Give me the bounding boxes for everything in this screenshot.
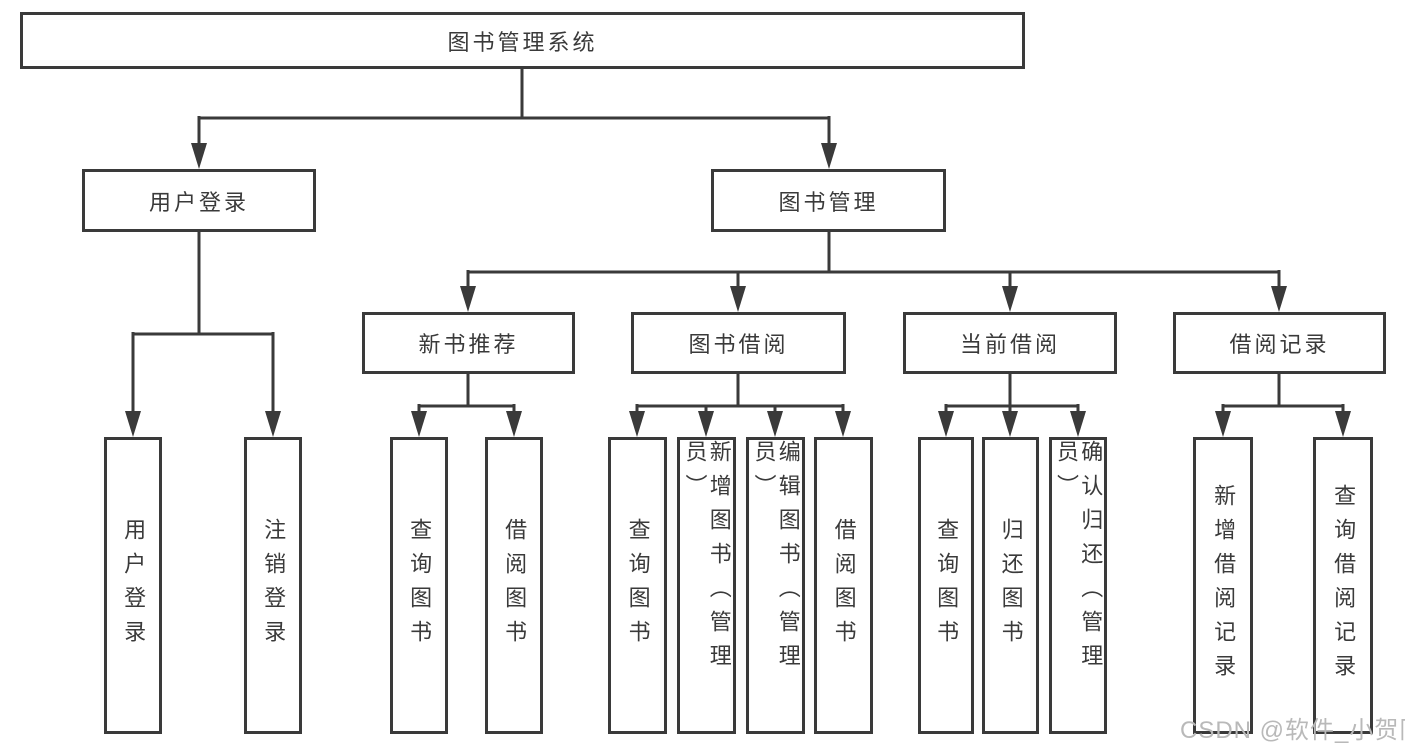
leaf-nbr-query-books-label: 查询图书 [407, 517, 433, 654]
leaf-logout: 注销登录 [244, 437, 302, 734]
node-new-book-recommendation: 新书推荐 [362, 312, 575, 374]
node-current-borrowing: 当前借阅 [903, 312, 1117, 374]
leaf-br-add-record-label: 新增借阅记录 [1211, 483, 1237, 688]
leaf-cb-return-books: 归还图书 [982, 437, 1039, 734]
arrowheads [125, 143, 1351, 437]
node-root: 图书管理系统 [20, 12, 1025, 69]
leaf-user-login-label: 用户登录 [121, 517, 147, 654]
leaf-cb-query-books: 查询图书 [918, 437, 974, 734]
leaf-bb-add-books-label: 新增图书（管理员） [682, 440, 732, 678]
node-borrowing-records: 借阅记录 [1173, 312, 1386, 374]
leaf-bb-add-books: 新增图书（管理员） [677, 437, 736, 734]
leaf-cb-confirm-return: 确认归还（管理员） [1049, 437, 1107, 734]
leaf-user-login: 用户登录 [104, 437, 162, 734]
leaf-nbr-borrow-books: 借阅图书 [485, 437, 543, 734]
leaf-bb-borrow-books-label: 借阅图书 [831, 517, 857, 654]
node-user-login: 用户登录 [82, 169, 316, 232]
leaf-nbr-borrow-books-label: 借阅图书 [502, 517, 528, 654]
leaf-logout-label: 注销登录 [261, 517, 287, 654]
leaf-bb-query-books-label: 查询图书 [625, 517, 651, 654]
leaf-br-query-record: 查询借阅记录 [1313, 437, 1373, 734]
leaf-bb-borrow-books: 借阅图书 [814, 437, 873, 734]
leaf-br-add-record: 新增借阅记录 [1193, 437, 1253, 734]
node-book-borrowing: 图书借阅 [631, 312, 846, 374]
node-book-management: 图书管理 [711, 169, 946, 232]
leaf-nbr-query-books: 查询图书 [390, 437, 448, 734]
leaf-cb-return-books-label: 归还图书 [998, 517, 1024, 654]
csdn-watermark: CSDN @软件_小贺同学 [1180, 717, 1405, 744]
leaf-cb-query-books-label: 查询图书 [934, 517, 960, 654]
leaf-bb-query-books: 查询图书 [608, 437, 667, 734]
leaf-br-query-record-label: 查询借阅记录 [1331, 483, 1357, 688]
leaf-bb-edit-books-label: 编辑图书（管理员） [751, 440, 801, 678]
leaf-bb-edit-books: 编辑图书（管理员） [746, 437, 805, 734]
leaf-cb-confirm-return-label: 确认归还（管理员） [1054, 440, 1104, 678]
